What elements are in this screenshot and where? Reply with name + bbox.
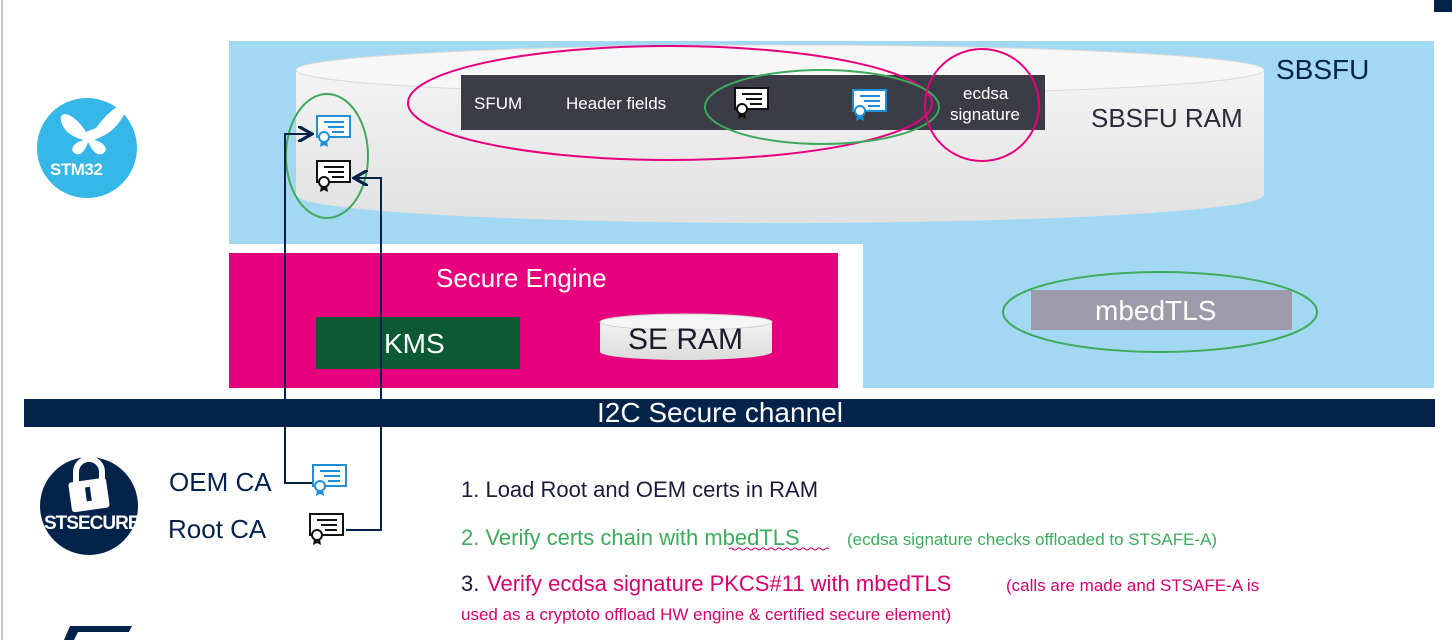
kms-label: KMS [384,328,445,359]
step-3-note: (calls are made and STSAFE-A is [1006,576,1260,595]
se-ram-cylinder [599,313,773,360]
step-3-number: 3. [461,571,480,596]
step-1: 1. Load Root and OEM certs in RAM [461,477,819,502]
mbedtls-block [1031,290,1292,330]
step-2-main: 2. Verify certs chain with mbedTLS [461,525,800,550]
oem-ca-load-arrow [284,134,312,484]
root-ca-cert-icon [309,513,344,546]
i2c-secure-channel-bar [24,399,1435,427]
signature-magenta-circle [924,48,1040,162]
padlock-icon [68,456,110,513]
oem-ca-label: OEM CA [169,467,272,497]
st-logo [64,626,132,640]
stm32-text: STM32 [50,160,103,179]
header-magenta-ellipse [407,45,933,161]
i2c-channel-label: I2C Secure channel [597,397,843,428]
ecdsa-label: ecdsa [963,84,1009,103]
signature-label: signature [950,105,1020,124]
sbsfu-label: SBSFU [1276,54,1370,85]
header-fields-label: Header fields [566,94,667,113]
stsecure-logo [40,456,138,555]
step-3-main: Verify ecdsa signature PKCS#11 with mbed… [487,571,952,596]
root-ca-load-arrow [346,178,382,531]
corner-mark [1434,0,1452,12]
sfum-label: SFUM [474,94,523,113]
step-2-note: (ecdsa signature checks offloaded to STS… [847,530,1218,549]
oem-ca-cert-icon [312,464,347,497]
mbedtls-label: mbedTLS [1095,295,1217,326]
stsecure-text: STSECURE [44,513,140,534]
step-3-note-line2: used as a cryptoto offload HW engine & c… [461,605,952,624]
secure-engine-label: Secure Engine [436,263,607,293]
kms-block [316,317,520,369]
sbsfu-ram-label: SBSFU RAM [1091,103,1243,133]
stm32-logo [37,98,137,198]
butterfly-icon [60,104,127,155]
mbedtls-green-ellipse [1002,271,1318,353]
se-ram-label: SE RAM [628,323,744,356]
certs-green-ellipse [704,69,940,145]
root-ca-label: Root CA [168,514,267,544]
